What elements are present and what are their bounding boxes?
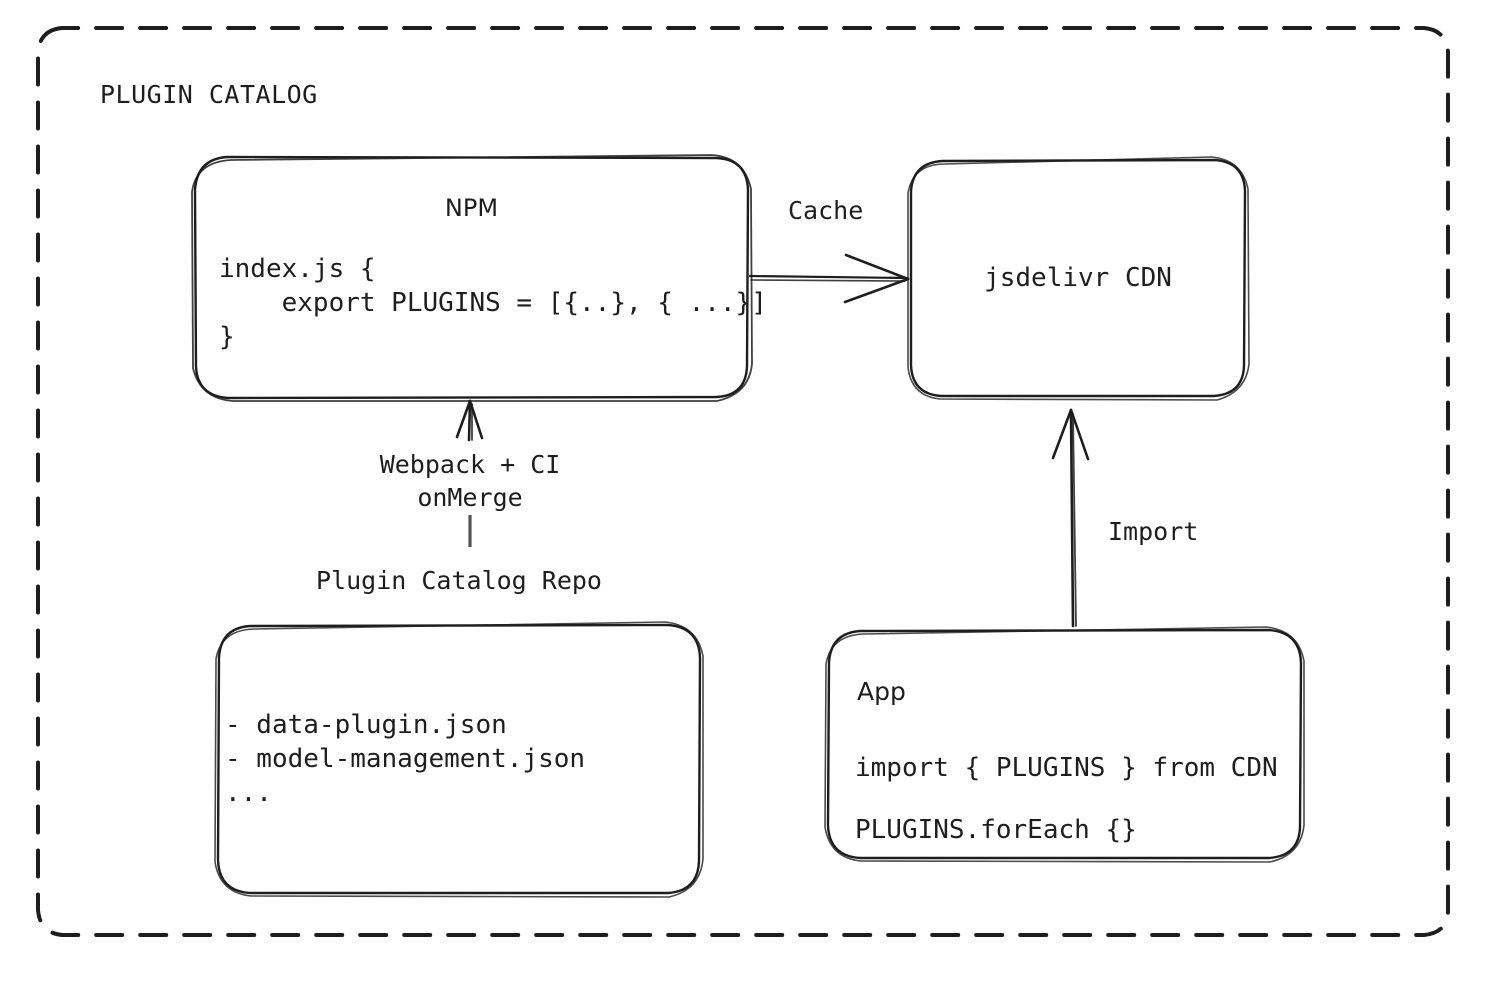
cache-edge-label: Cache xyxy=(788,196,864,225)
app-code-line: PLUGINS.forEach {} xyxy=(855,815,1137,845)
cache-arrow xyxy=(748,253,910,304)
app-code-line: import { PLUGINS } from CDN xyxy=(855,753,1278,783)
app-node-code: import { PLUGINS } from CDN PLUGINS.forEa… xyxy=(855,737,1278,861)
webpack-label-line: Webpack + CI xyxy=(379,450,561,479)
webpack-label-line: onMerge xyxy=(417,483,523,512)
repo-body-line: - model-management.json xyxy=(225,744,586,774)
import-edge-label: Import xyxy=(1108,517,1199,546)
npm-node-code: index.js { export PLUGINS = [{..}, { ...… xyxy=(219,252,767,354)
cdn-node-title: jsdelivr CDN xyxy=(984,263,1172,293)
app-node-title: App xyxy=(857,677,906,706)
repo-node-label: Plugin Catalog Repo xyxy=(316,566,602,595)
repo-node-body: - data-plugin.json - model-management.jso… xyxy=(225,708,585,810)
import-arrow xyxy=(1051,408,1090,628)
repo-body-line: - data-plugin.json xyxy=(225,710,507,740)
npm-code-line: index.js { xyxy=(219,254,376,284)
npm-node-title: NPM xyxy=(444,194,499,222)
npm-code-line: export PLUGINS = [{..}, { ...}] xyxy=(219,288,767,318)
build-edge-label: Webpack + CI onMerge xyxy=(330,448,610,514)
repo-body-line: ... xyxy=(225,778,272,808)
page-title: PLUGIN CATALOG xyxy=(100,80,318,109)
npm-code-line: } xyxy=(219,322,235,352)
